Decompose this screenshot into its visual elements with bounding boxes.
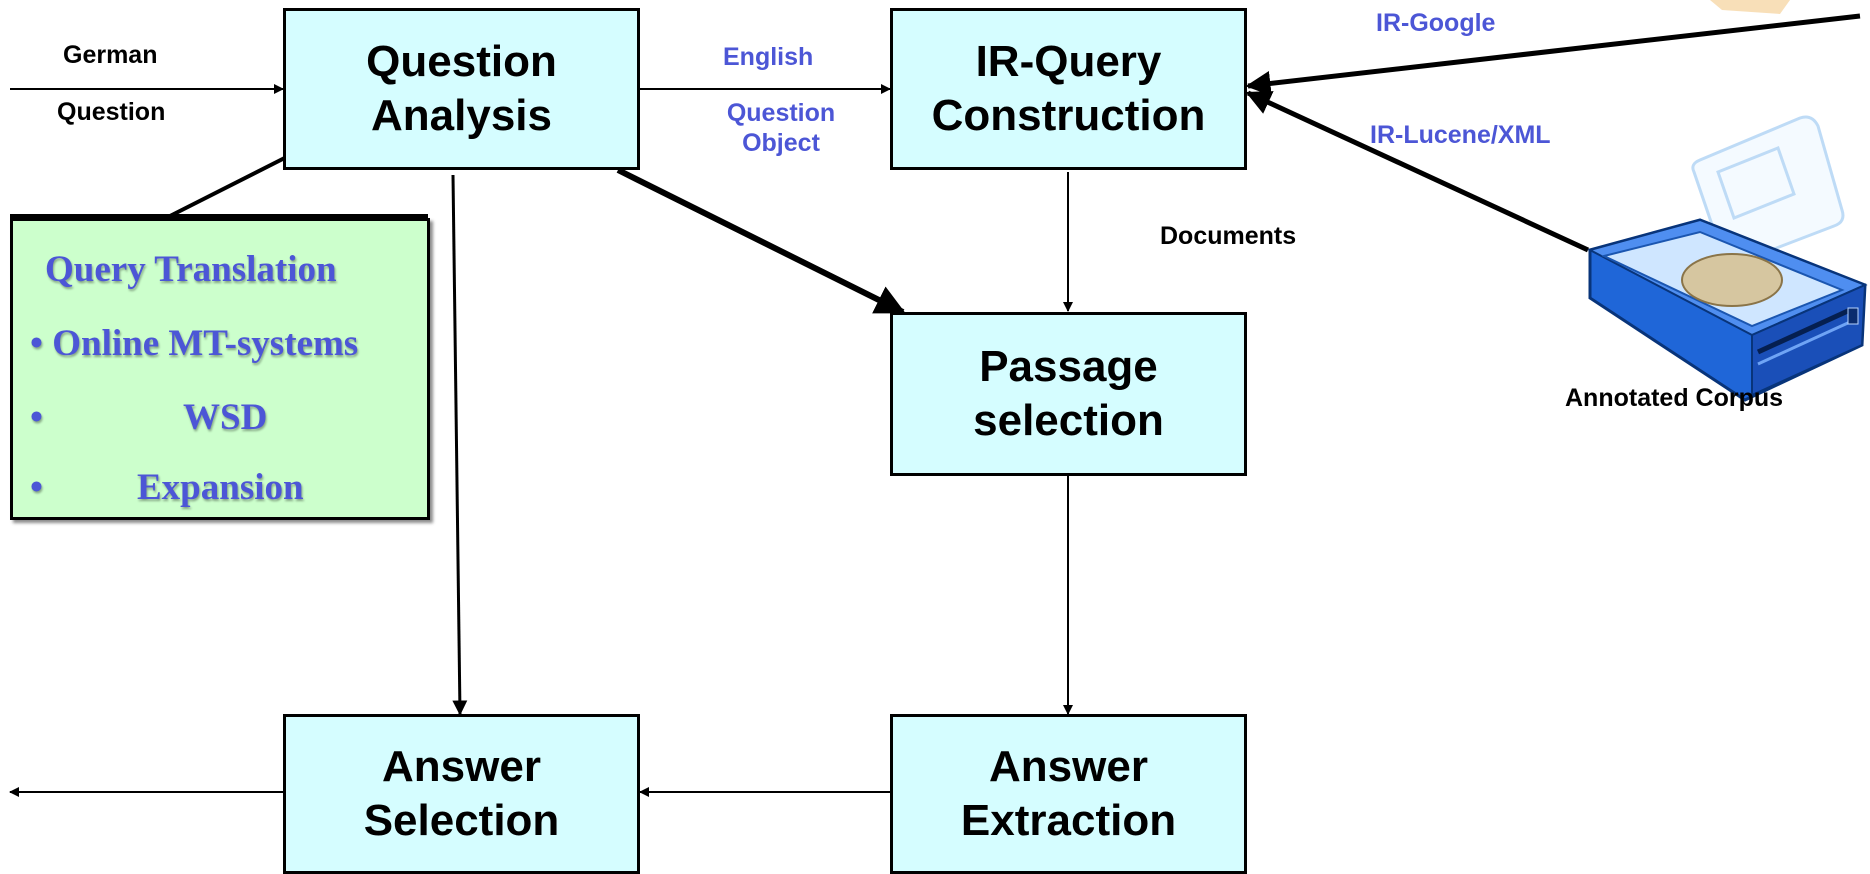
lucene-arrow [1245, 90, 1590, 253]
translation-item-label: Online MT-systems [52, 323, 359, 364]
question-object-line: Question [726, 99, 836, 127]
german-label: German [63, 41, 158, 69]
query-translation-title: Query Translation [45, 249, 337, 290]
ir-lucene-label: IR-Lucene/XML [1370, 121, 1551, 149]
box-line: Extraction [960, 796, 1177, 845]
qa-to-answer-selection-arrow [451, 174, 468, 716]
question-object-line: Object [742, 129, 820, 157]
english-label: English [723, 43, 814, 71]
qa-to-passage-arrow [616, 167, 906, 315]
bullet: • [30, 467, 43, 508]
box-line: Construction [931, 91, 1206, 140]
box-line: IR-Query [975, 37, 1162, 86]
translation-item: • Online MT-systems [30, 322, 358, 366]
translation-item-label: Expansion [137, 467, 304, 508]
box-line: Answer [382, 742, 541, 791]
ir-google-label: IR-Google [1376, 9, 1496, 37]
bullet: • [30, 397, 43, 438]
clipped-graphic-fragment [1710, 0, 1790, 14]
ir-query-construction-box: IR-Query Construction [890, 8, 1247, 170]
query-translation-panel [10, 218, 430, 520]
translation-top-rule [10, 214, 428, 219]
answer-selection-box: Answer Selection [283, 714, 640, 874]
passage-selection-box: Passage selection [890, 312, 1247, 476]
question-analysis-box: Question Analysis [283, 8, 640, 170]
box-line: selection [973, 396, 1164, 445]
question-label: Question [57, 98, 166, 126]
box-line: Analysis [371, 91, 552, 140]
question-object-label: Question Object [706, 98, 856, 158]
bullet: • [30, 323, 43, 364]
translation-item-label: WSD [183, 397, 268, 438]
disk-drive-icon [1587, 115, 1868, 402]
box-line: Answer [989, 742, 1148, 791]
box-line: Selection [363, 796, 560, 845]
google-arrow [1245, 13, 1861, 96]
documents-label: Documents [1160, 222, 1297, 250]
box-line: Question [366, 37, 557, 86]
box-line: Passage [979, 342, 1158, 391]
annotated-corpus-label: Annotated Corpus [1565, 384, 1784, 412]
answer-extraction-box: Answer Extraction [890, 714, 1247, 874]
